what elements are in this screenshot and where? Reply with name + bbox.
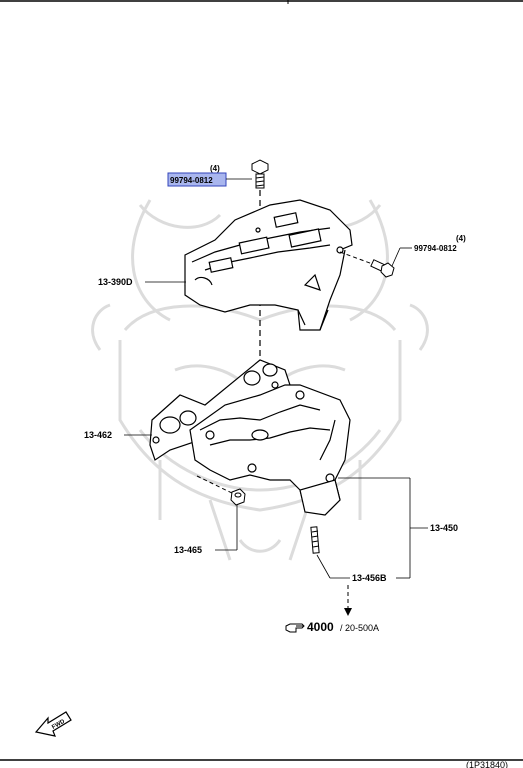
- nut-icon: [230, 488, 246, 506]
- bolt-top-part-number[interactable]: 99794-0812: [170, 176, 213, 185]
- heat-insulator-part-number[interactable]: 13-390D: [98, 277, 133, 287]
- nut-part-number[interactable]: 13-465: [174, 545, 202, 555]
- drawing-code: (1P31840): [466, 760, 508, 768]
- heat-insulator-icon: [184, 199, 353, 331]
- pointing-hand-icon: [285, 623, 305, 633]
- top-bolt-icon: [251, 159, 269, 189]
- reference-main[interactable]: 4000: [307, 620, 334, 634]
- down-arrow-icon: [344, 608, 352, 616]
- bolt-side-part-number[interactable]: 99794-0812: [414, 244, 457, 253]
- side-bolt-icon: [370, 259, 395, 278]
- bolt-side-qty: (4): [456, 234, 466, 243]
- stud-icon: [310, 526, 320, 554]
- gasket-part-number[interactable]: 13-462: [84, 430, 112, 440]
- bolt-top-highlight: [167, 172, 227, 187]
- reference-sub[interactable]: / 20-500A: [340, 623, 379, 633]
- manifold-part-number[interactable]: 13-450: [430, 523, 458, 533]
- fwd-arrow-icon: [34, 711, 72, 737]
- exhaust-manifold-icon: [189, 384, 351, 516]
- stud-part-number[interactable]: 13-456B: [352, 573, 387, 583]
- bolt-top-qty: (4): [210, 164, 220, 173]
